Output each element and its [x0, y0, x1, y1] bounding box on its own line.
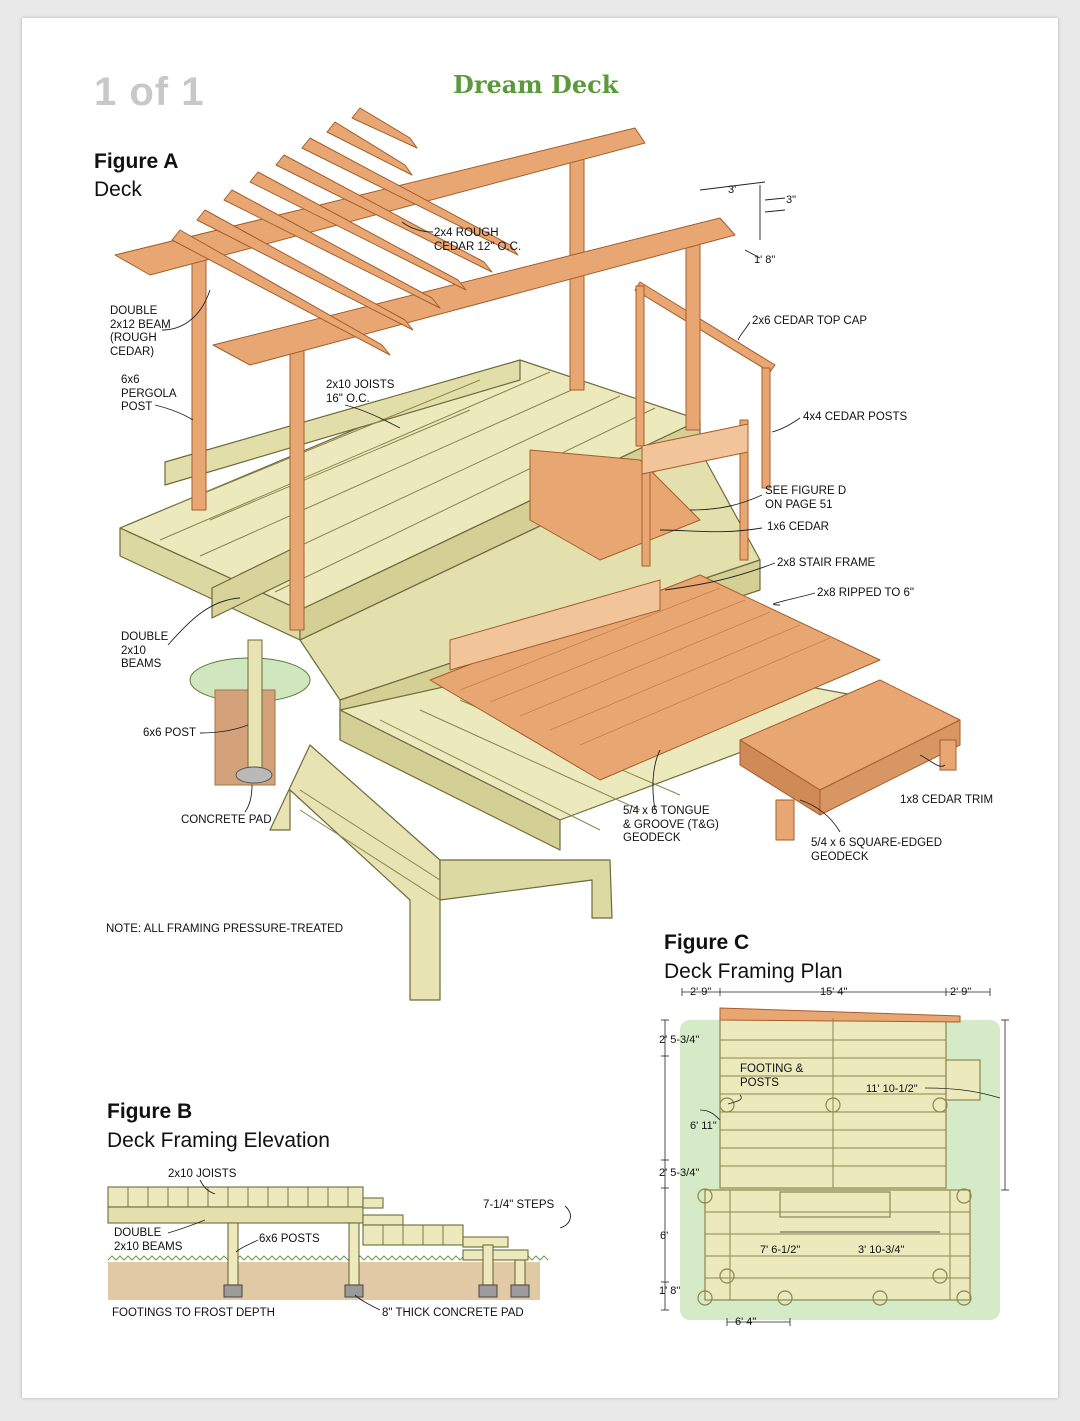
framing-note: NOTE: ALL FRAMING PRESSURE-TREATED	[106, 923, 344, 935]
label-1x6-cedar: 1x6 CEDAR	[767, 521, 829, 533]
page-indicator: 1 of 1	[94, 70, 205, 114]
dim-stair-width: 6' 4"	[735, 1316, 757, 1328]
concrete-pad	[235, 766, 273, 784]
label-b-posts: 6x6 POSTS	[259, 1233, 320, 1245]
label-joists: 2x10 JOISTS 16" O.C.	[326, 379, 395, 405]
figure-c-title: Figure C	[664, 931, 750, 954]
label-see-figure: SEE FIGURE D ON PAGE 51	[765, 485, 847, 511]
plan-top-cap	[719, 1007, 961, 1023]
label-b-pad: 8" THICK CONCRETE PAD	[382, 1307, 524, 1319]
footing-4	[697, 1188, 713, 1204]
see-figure-rail	[641, 423, 749, 475]
upper-deck-back-rim	[164, 359, 521, 486]
figure-b-title: Figure B	[107, 1100, 193, 1123]
dim-span-right: 3' 10-3/4"	[858, 1244, 905, 1256]
label-footing-posts: FOOTING & POSTS	[740, 1063, 804, 1089]
label-ripped: 2x8 RIPPED TO 6"	[817, 587, 914, 599]
plan-lower-deck	[704, 1189, 971, 1301]
figure-a-title: Figure A	[94, 150, 179, 173]
label-double-beam: DOUBLE 2x12 BEAM (ROUGH CEDAR)	[110, 305, 171, 358]
stair-frame	[449, 579, 661, 671]
dim-post-height: 1' 8"	[754, 254, 776, 266]
footing-stair	[510, 1284, 530, 1298]
footing-2	[825, 1097, 841, 1113]
footing-5	[956, 1188, 972, 1204]
step-1	[362, 1197, 384, 1209]
dim-span-left: 7' 6-1/2"	[760, 1244, 801, 1256]
footing-8	[697, 1290, 713, 1306]
figure-b-subtitle: Deck Framing Elevation	[107, 1129, 330, 1152]
dim-left-overhang: 2' 9"	[690, 986, 712, 998]
lower-joist-band	[362, 1224, 464, 1246]
document-title: Dream Deck	[453, 70, 619, 99]
label-double-2x10-beams: DOUBLE 2x10 BEAMS	[121, 631, 169, 670]
footing-lower	[478, 1284, 498, 1298]
footing-3	[932, 1097, 948, 1113]
figure-a-subtitle: Deck	[94, 178, 142, 201]
label-b-steps: 7-1/4" STEPS	[483, 1199, 555, 1211]
label-b-footings: FOOTINGS TO FROST DEPTH	[112, 1307, 275, 1319]
dim-width: 15' 4"	[820, 986, 848, 998]
dim-depth-b: 6'	[660, 1230, 669, 1242]
dim-bottom-offset: 1' 8"	[659, 1285, 681, 1297]
right-stair-side	[819, 719, 961, 816]
lower-deck-stair	[269, 744, 441, 1001]
footing-11	[956, 1290, 972, 1306]
footing-10	[872, 1290, 888, 1306]
dim-depth-a: 6' 11"	[690, 1120, 717, 1132]
footing-1	[719, 1097, 735, 1113]
lower-deck-rim	[339, 709, 561, 851]
label-6x6-post: 6x6 POST	[143, 727, 197, 739]
dim-right-depth: 11' 10-1/2"	[866, 1083, 918, 1095]
label-concrete-pad: CONCRETE PAD	[181, 814, 272, 826]
dim-mid-offset: 2' 5-3/4"	[659, 1167, 700, 1179]
label-b-beams: DOUBLE 2x10 BEAMS	[114, 1227, 183, 1253]
footing-left	[223, 1284, 243, 1298]
figure-c-subtitle: Deck Framing Plan	[664, 960, 843, 983]
right-stair-leg	[775, 799, 795, 841]
plan-stair-box	[779, 1191, 891, 1218]
railing-post-3	[739, 419, 749, 561]
railing-post-1	[635, 285, 645, 447]
railing-post-2	[761, 367, 771, 489]
label-top-cap: 2x6 CEDAR TOP CAP	[752, 315, 868, 327]
label-cedar-posts: 4x4 CEDAR POSTS	[803, 411, 908, 423]
ground-band	[108, 1262, 540, 1300]
dim-rail-height: 3"	[786, 194, 797, 206]
label-stair-frame: 2x8 STAIR FRAME	[777, 557, 876, 569]
footing-7	[932, 1268, 948, 1284]
right-stair-leg-2	[939, 739, 957, 771]
plan-extension-right	[945, 1059, 981, 1101]
dim-right-overhang: 2' 9"	[950, 986, 972, 998]
label-pergola-post: 6x6 PERGOLA POST	[121, 374, 177, 413]
dim-rail-spacing: 3'	[728, 184, 737, 196]
footing-9	[777, 1290, 793, 1306]
label-rafters: 2x4 ROUGH CEDAR 12" O.C.	[434, 227, 522, 253]
dim-top-offset: 2' 5-3/4"	[659, 1034, 700, 1046]
footing-6	[719, 1268, 735, 1284]
label-b-joists: 2x10 JOISTS	[168, 1168, 237, 1180]
footing-right	[344, 1284, 364, 1298]
label-square-edged: 5/4 x 6 SQUARE-EDGED GEODECK	[811, 837, 943, 863]
label-cedar-trim: 1x8 CEDAR TRIM	[900, 794, 994, 806]
step-4	[462, 1249, 529, 1261]
label-tongue-groove: 5/4 x 6 TONGUE & GROOVE (T&G) GEODECK	[623, 805, 719, 844]
